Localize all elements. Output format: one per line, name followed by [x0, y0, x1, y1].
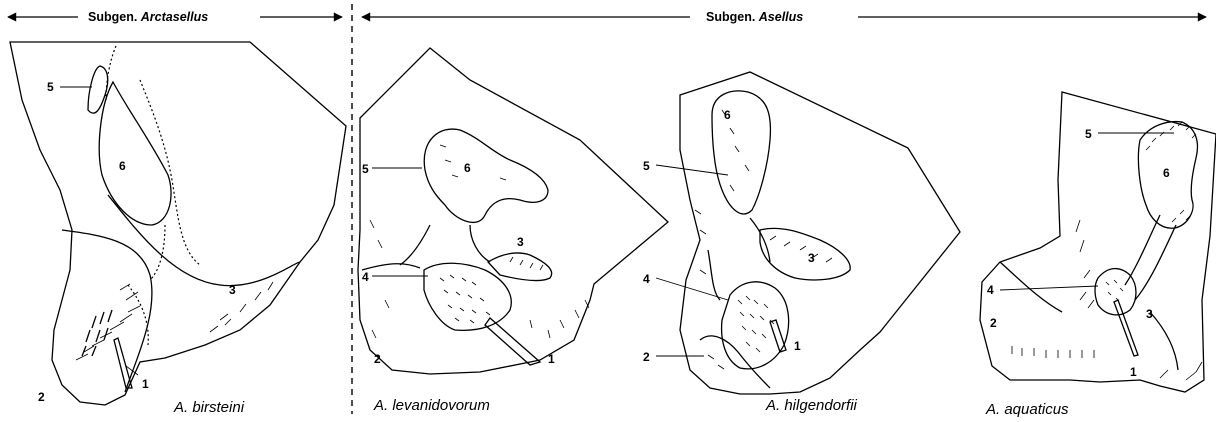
label-1: 1 — [548, 352, 555, 366]
inner-curve — [362, 264, 420, 270]
species-name: A. hilgendorfii — [765, 397, 858, 414]
hatching — [370, 145, 589, 338]
label-5: 5 — [1085, 127, 1092, 141]
label-2: 2 — [990, 316, 997, 330]
label-2: 2 — [38, 390, 45, 404]
species-name: A. birsteini — [173, 399, 245, 416]
process-1 — [1114, 300, 1138, 356]
callout-lines — [372, 168, 428, 276]
inner-margin — [108, 195, 300, 286]
label-3: 3 — [229, 283, 236, 297]
basal-lobe — [700, 336, 770, 388]
sperm-plate — [1095, 269, 1136, 315]
subgenus-label-asellus: Subgen. Asellus — [706, 10, 803, 24]
panel-levanidovorum: 5 6 3 4 1 2 A. levanidovorum — [358, 48, 668, 414]
subgenus-label-arctasellus: Subgen. Arctasellus — [88, 10, 208, 24]
label-4: 4 — [643, 272, 650, 286]
label-1: 1 — [1130, 365, 1137, 379]
callout-lines — [656, 165, 728, 356]
endopod-lobe — [99, 82, 171, 225]
label-4: 4 — [987, 283, 994, 297]
label-6: 6 — [464, 161, 471, 175]
setae-cluster — [82, 310, 112, 356]
panel-birsteini: 5 6 3 1 2 A. birsteini — [10, 42, 346, 416]
species-name: A. aquaticus — [985, 401, 1069, 418]
label-6: 6 — [119, 159, 126, 173]
dotted-seam — [106, 46, 200, 345]
label-3: 3 — [808, 251, 815, 265]
pleopod-outline — [358, 48, 668, 374]
process-1 — [485, 318, 540, 365]
endopod-lobe — [424, 129, 548, 222]
header-arctasellus: Subgen. Arctasellus — [8, 10, 342, 24]
label-2: 2 — [643, 350, 650, 364]
process-1 — [770, 320, 786, 352]
label-5: 5 — [47, 80, 54, 94]
pleopod-outline — [10, 42, 346, 405]
label-1: 1 — [142, 377, 149, 391]
label-5: 5 — [643, 159, 650, 173]
label-5: 5 — [362, 162, 369, 176]
hatching — [1012, 122, 1202, 380]
sperm-plate — [722, 282, 789, 369]
label-1: 1 — [794, 339, 801, 353]
small-lobe-5 — [88, 66, 108, 113]
label-6: 6 — [1163, 166, 1170, 180]
endopod-lobe — [712, 91, 770, 214]
label-2: 2 — [374, 352, 381, 366]
process-1 — [114, 338, 132, 388]
hatching — [76, 282, 273, 360]
pleopod-outline — [680, 72, 960, 394]
panel-hilgendorfii: 5 6 3 4 1 2 A. hilgendorfii — [643, 72, 960, 414]
header-asellus: Subgen. Asellus — [362, 10, 1206, 24]
label-6: 6 — [724, 108, 731, 122]
species-name: A. levanidovorum — [373, 397, 490, 414]
label-3: 3 — [1146, 307, 1153, 321]
basal-curve — [62, 230, 152, 392]
label-3: 3 — [517, 235, 524, 249]
label-4: 4 — [362, 270, 369, 284]
pleopod-outline — [980, 92, 1216, 392]
stalk — [400, 225, 490, 265]
process-3 — [760, 228, 850, 280]
panel-aquaticus: 5 6 3 4 2 1 A. aquaticus — [980, 92, 1216, 418]
